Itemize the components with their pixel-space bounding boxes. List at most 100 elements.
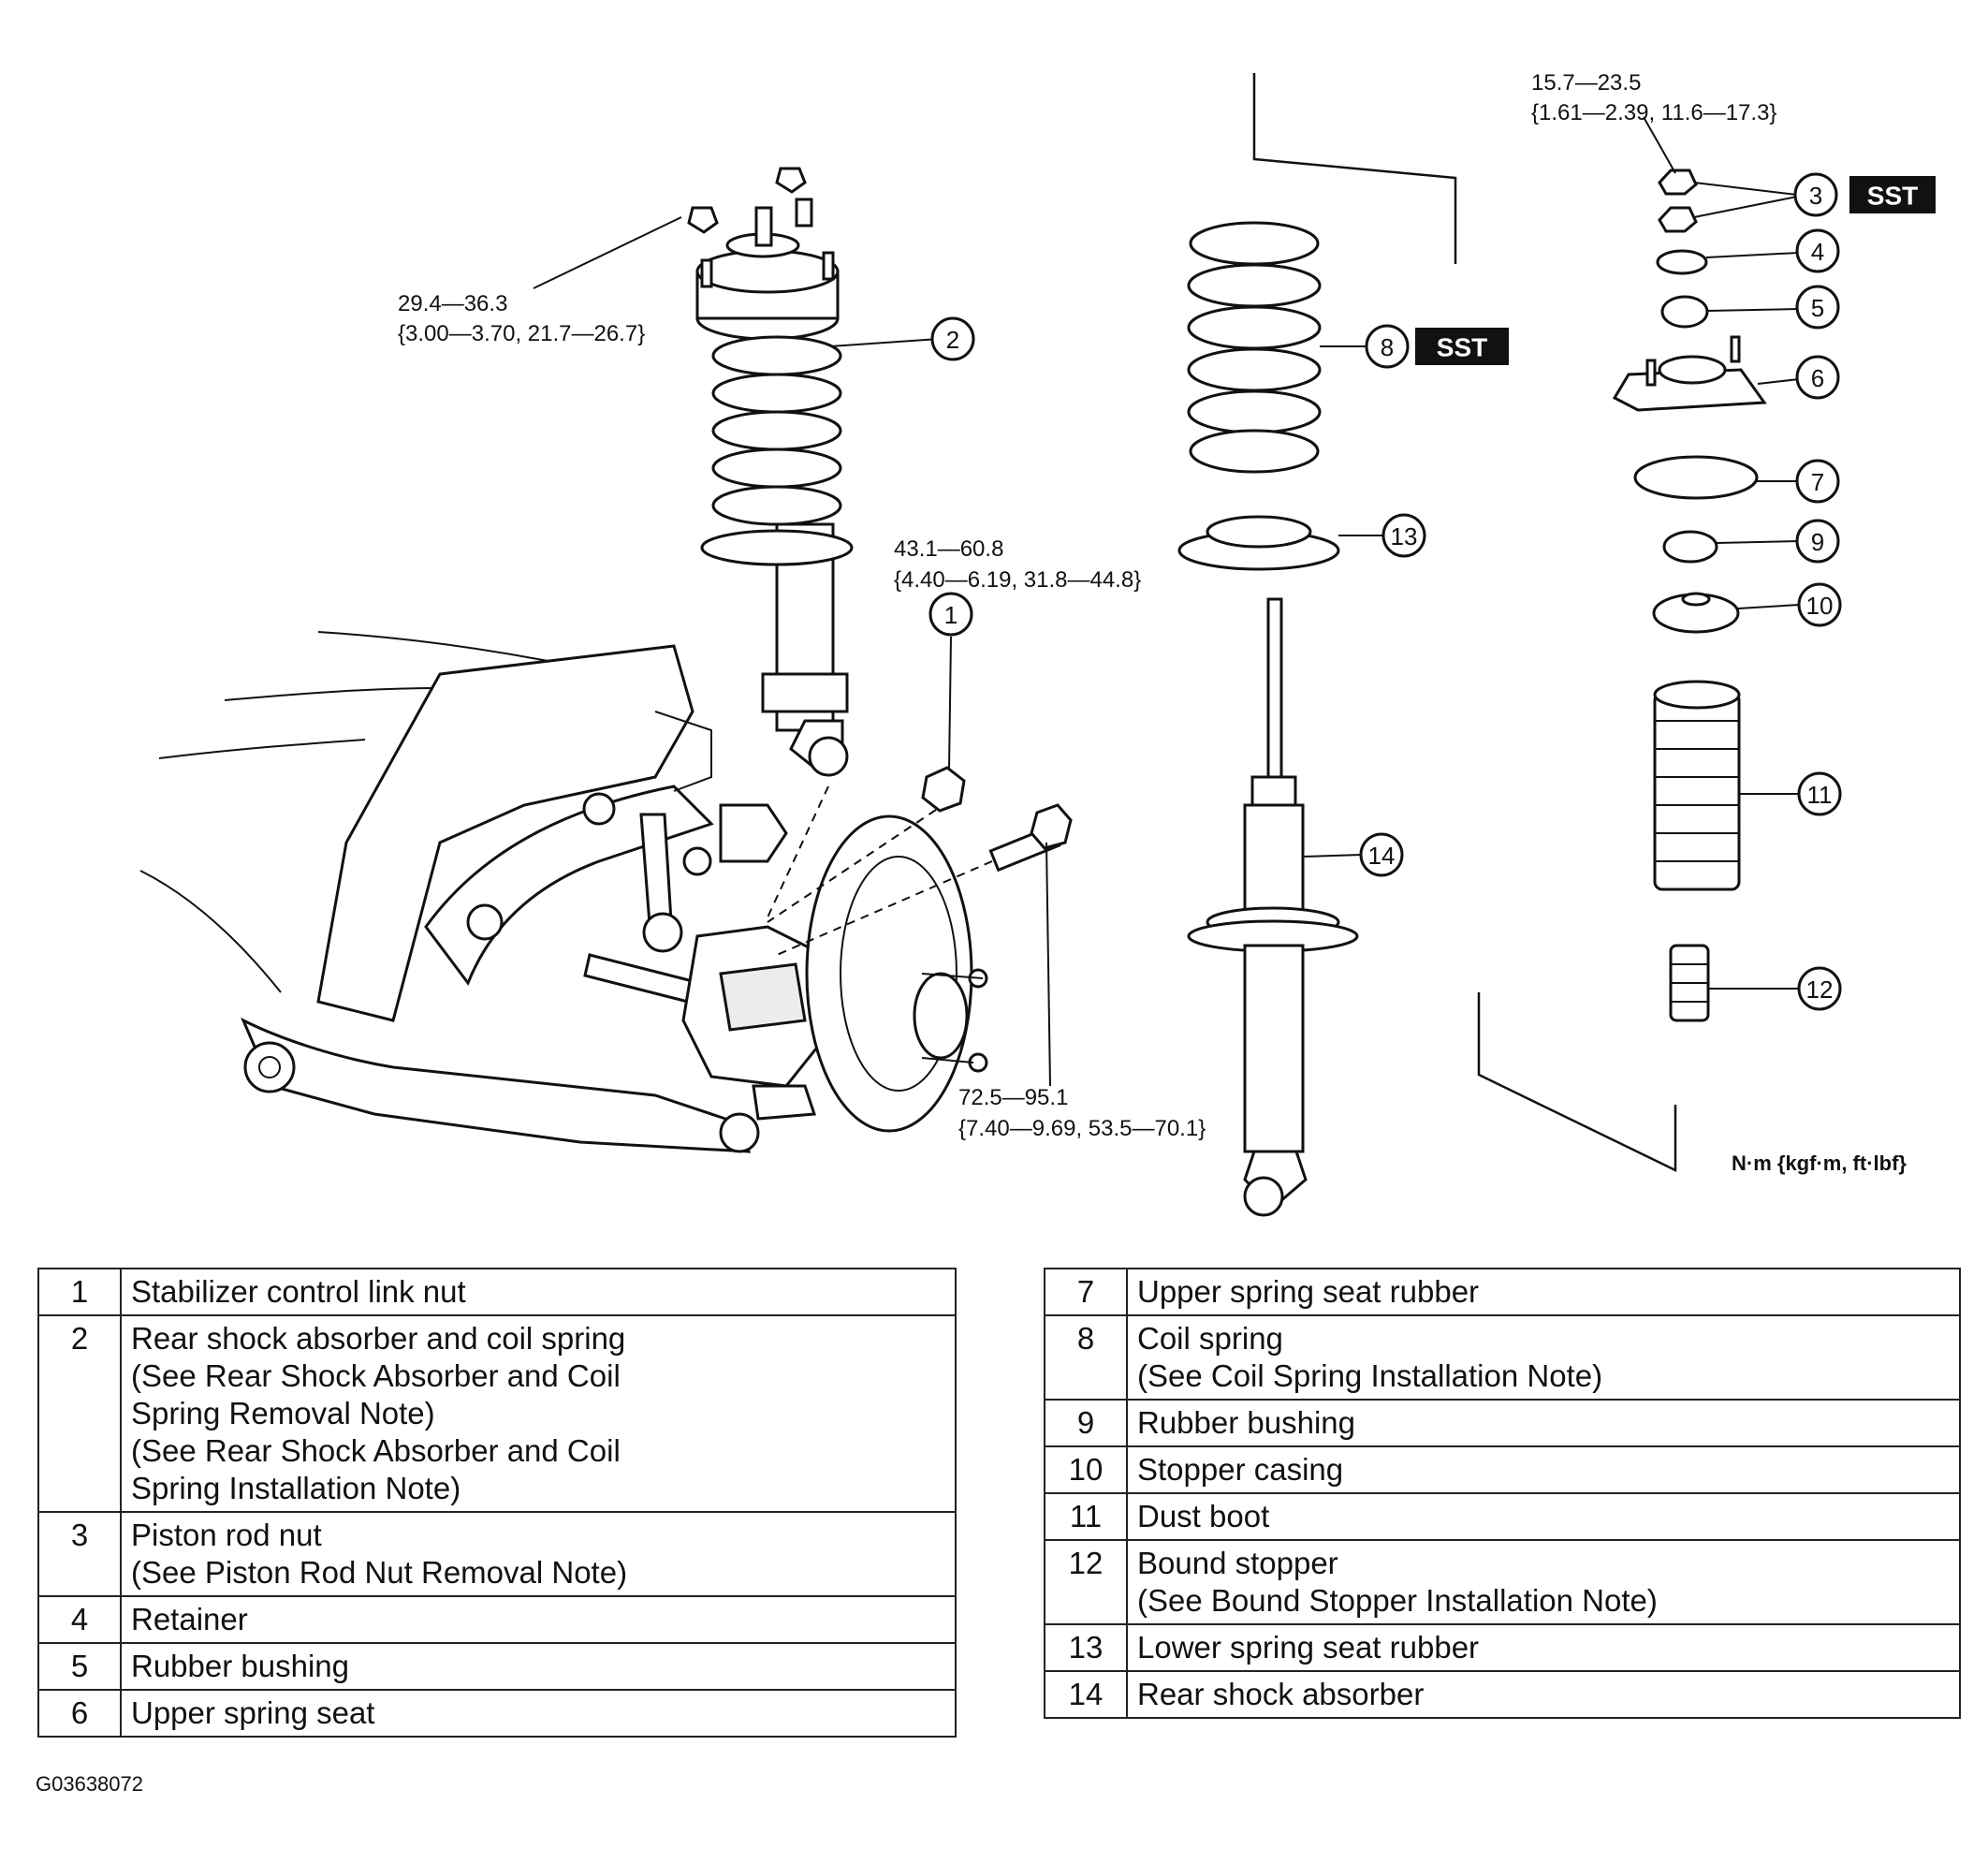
torque-units-label: N·m {kgf·m, ft·lbf} — [1732, 1152, 1907, 1175]
part-description: Retainer — [120, 1595, 957, 1644]
dust-boot — [1653, 680, 1741, 891]
part-description: Bound stopper (See Bound Stopper Install… — [1126, 1539, 1961, 1625]
callout-13: 13 — [1381, 513, 1426, 558]
callout-12: 12 — [1797, 966, 1842, 1011]
suspension-subframe — [139, 631, 988, 1153]
part-description: Stopper casing — [1126, 1445, 1961, 1494]
part-description: Upper spring seat — [120, 1689, 957, 1738]
table-row: 2 Rear shock absorber and coil spring (S… — [37, 1314, 957, 1513]
callout-9: 9 — [1795, 519, 1840, 564]
description-line: (See Rear Shock Absorber and Coil — [131, 1433, 621, 1468]
callout-10: 10 — [1797, 582, 1842, 627]
leader-5 — [1706, 308, 1800, 312]
callout-1: 1 — [928, 592, 973, 637]
figure-code: G03638072 — [36, 1772, 143, 1796]
description-line: (See Piston Rod Nut Removal Note) — [131, 1555, 628, 1590]
part-number: 13 — [1044, 1623, 1128, 1672]
leader-1 — [948, 636, 952, 770]
parts-table-right: 7 Upper spring seat rubber 8 Coil spring… — [1044, 1268, 1961, 1719]
group-bracket-bottom — [1477, 992, 1677, 1172]
parts-table-left: 1 Stabilizer control link nut 2 Rear sho… — [37, 1268, 957, 1738]
description-line: Rubber bushing — [131, 1649, 349, 1683]
assembled-shock-and-spring — [687, 167, 854, 777]
table-row: 14 Rear shock absorber — [1044, 1670, 1961, 1719]
rear-shock-absorber — [1187, 597, 1359, 1217]
description-line: Upper spring seat — [131, 1695, 375, 1730]
svg-text:13: 13 — [1391, 522, 1418, 550]
part-description: Lower spring seat rubber — [1126, 1623, 1961, 1672]
part-description: Upper spring seat rubber — [1126, 1268, 1961, 1316]
svg-text:2: 2 — [946, 326, 959, 354]
part-description: Rubber bushing — [1126, 1399, 1961, 1447]
leader-t1 — [533, 216, 682, 289]
table-row: 13 Lower spring seat rubber — [1044, 1623, 1961, 1672]
part-description: Rubber bushing — [120, 1642, 957, 1691]
install-line-3 — [767, 785, 829, 918]
description-line: Piston rod nut — [131, 1518, 322, 1552]
description-line: Rear shock absorber — [1137, 1677, 1425, 1711]
torque-spec-3-alt: {7.40—9.69, 53.5—70.1} — [958, 1116, 1206, 1141]
leader-14 — [1302, 854, 1363, 858]
description-line: Lower spring seat rubber — [1137, 1630, 1480, 1665]
part-number: 9 — [1044, 1399, 1128, 1447]
svg-text:5: 5 — [1811, 294, 1824, 322]
part-number: 14 — [1044, 1670, 1128, 1719]
part-number: 7 — [1044, 1268, 1128, 1316]
svg-text:14: 14 — [1368, 842, 1396, 870]
table-row: 12 Bound stopper (See Bound Stopper Inst… — [1044, 1539, 1961, 1625]
coil-spring-turns — [711, 335, 842, 526]
table-row: 5 Rubber bushing — [37, 1642, 957, 1691]
leader-6 — [1757, 378, 1800, 385]
callout-7: 7 — [1795, 459, 1840, 504]
svg-text:7: 7 — [1811, 468, 1824, 496]
stopper-casing — [1652, 592, 1740, 634]
leader-t3 — [1045, 842, 1051, 1087]
description-line: (See Rear Shock Absorber and Coil — [131, 1358, 621, 1393]
leader-3a — [1693, 182, 1798, 196]
leader-3b — [1693, 196, 1798, 218]
description-line: Stabilizer control link nut — [131, 1274, 466, 1309]
install-line-2 — [776, 860, 993, 956]
part-number: 11 — [1044, 1492, 1128, 1541]
retainer — [1656, 249, 1708, 275]
svg-text:8: 8 — [1381, 333, 1394, 361]
hub-bolt — [988, 803, 1073, 873]
part-description: Stabilizer control link nut — [120, 1268, 957, 1316]
callout-3: 3 — [1793, 172, 1838, 217]
torque-spec-3-value: 72.5—95.1 — [958, 1085, 1068, 1110]
callout-6: 6 — [1795, 355, 1840, 400]
svg-text:9: 9 — [1811, 528, 1824, 556]
svg-text:4: 4 — [1811, 238, 1824, 266]
description-line: Upper spring seat rubber — [1137, 1274, 1480, 1309]
stabilizer-link-nut — [921, 766, 966, 813]
part-number: 3 — [37, 1511, 122, 1597]
table-row: 9 Rubber bushing — [1044, 1399, 1961, 1447]
description-line: Spring Removal Note) — [131, 1396, 435, 1430]
part-number: 5 — [37, 1642, 122, 1691]
part-number: 1 — [37, 1268, 122, 1316]
callout-14: 14 — [1359, 832, 1404, 877]
svg-text:3: 3 — [1809, 182, 1822, 210]
description-line: (See Coil Spring Installation Note) — [1137, 1358, 1603, 1393]
callout-11: 11 — [1797, 771, 1842, 816]
upper-spring-seat-rubber — [1633, 455, 1759, 500]
upper-spring-seat — [1612, 335, 1767, 412]
leader-t4 — [1643, 116, 1676, 174]
part-number: 10 — [1044, 1445, 1128, 1494]
description-line: Spring Installation Note) — [131, 1471, 461, 1505]
part-number: 4 — [37, 1595, 122, 1644]
part-number: 8 — [1044, 1314, 1128, 1401]
torque-spec-4-value: 15.7—23.5 — [1531, 70, 1641, 95]
description-line: (See Bound Stopper Installation Note) — [1137, 1583, 1658, 1618]
callout-8: 8 — [1365, 324, 1410, 369]
description-line: Rear shock absorber and coil spring — [131, 1321, 626, 1356]
part-description: Piston rod nut (See Piston Rod Nut Remov… — [120, 1511, 957, 1597]
part-description: Rear shock absorber and coil spring (See… — [120, 1314, 957, 1513]
part-description: Rear shock absorber — [1126, 1670, 1961, 1719]
bound-stopper — [1669, 944, 1710, 1022]
group-bracket-top — [1252, 73, 1457, 264]
svg-text:10: 10 — [1806, 592, 1834, 620]
table-row: 7 Upper spring seat rubber — [1044, 1268, 1961, 1316]
leader-10 — [1737, 604, 1800, 609]
callout-2: 2 — [930, 316, 975, 361]
